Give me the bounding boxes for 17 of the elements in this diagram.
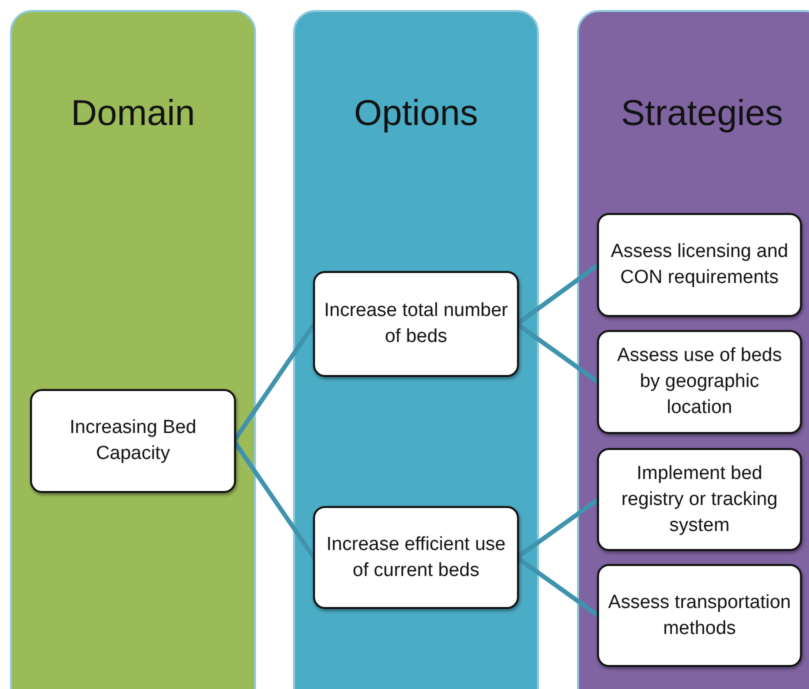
box-text: Implement bed registry or tracking system	[620, 462, 779, 538]
box-text: Assess transportation methods	[607, 590, 792, 640]
process-box	[30, 389, 236, 493]
process-box	[313, 506, 519, 609]
process-box	[597, 448, 802, 551]
box-text: Increase efficient use of current beds	[325, 532, 507, 582]
column-heading: Options	[352, 92, 480, 134]
process-box	[597, 213, 802, 317]
column-heading: Strategies	[620, 92, 784, 134]
column-heading: Domain	[70, 92, 196, 134]
box-text: Assess licensing and CON requirements	[610, 240, 790, 290]
process-box	[313, 271, 519, 377]
process-box	[597, 564, 802, 667]
box-text: Increase total number of beds	[323, 299, 509, 349]
box-text: Assess use of beds by geographic location	[616, 344, 783, 420]
process-box	[597, 330, 802, 434]
box-text: Increasing Bed Capacity	[68, 416, 198, 466]
